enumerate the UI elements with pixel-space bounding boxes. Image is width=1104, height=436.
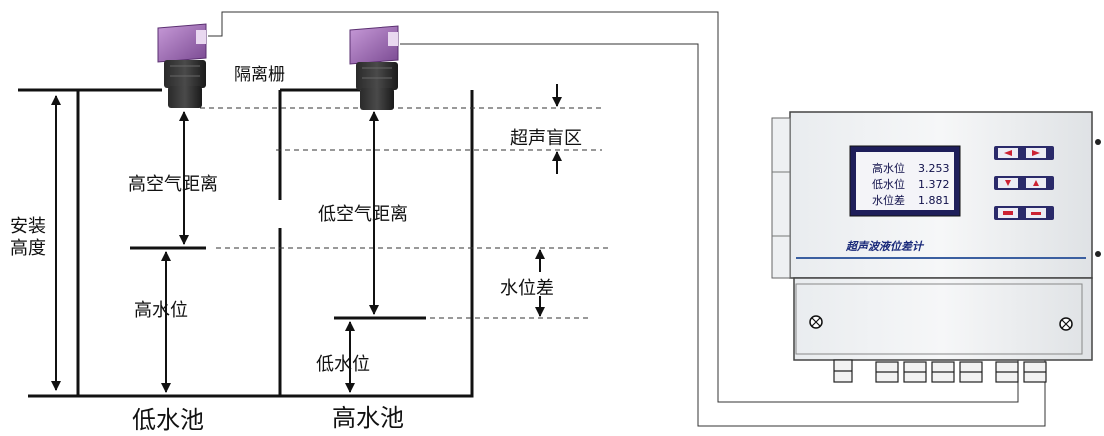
sensor-cables [208, 11, 1046, 427]
left-tank-wall [76, 90, 280, 398]
cable-glands [833, 359, 1047, 383]
controller-case-lower [793, 277, 1093, 361]
isolation-grid-label: 隔离栅 [234, 65, 285, 85]
left-tank-name: 低水池 [132, 406, 204, 434]
measurement-arrows [161, 84, 562, 393]
cable-right-sensor [400, 43, 1046, 427]
lcd-row3-label: 水位差 [872, 193, 905, 207]
controller-unit: 高水位 3.253 低水位 1.372 水位差 1.881 超声波液位差计 [771, 111, 1101, 383]
high-level-label: 高水位 [134, 300, 188, 321]
blind-zone-label: 超声盲区 [510, 128, 582, 149]
cable-left-sensor [208, 11, 1019, 403]
lcd-row3-value: 1.881 [918, 194, 950, 207]
lcd-row2-label: 低水位 [872, 177, 905, 191]
ultrasonic-sensor-right [349, 25, 399, 110]
install-height-dimension [18, 88, 78, 398]
ultrasonic-sensor-left [157, 23, 207, 108]
install-height-label-line2: 高度 [10, 238, 46, 259]
right-tank-wall [280, 90, 474, 398]
controller-brand-label: 超声波液位差计 [845, 240, 925, 253]
low-air-distance-label: 低空气距离 [318, 204, 408, 225]
install-height-label-line1: 安装 [10, 216, 46, 237]
lcd-row1-value: 3.253 [918, 162, 950, 175]
low-level-label: 低水位 [316, 354, 370, 375]
keypad [994, 146, 1054, 220]
tank-walls [76, 88, 474, 398]
lcd-screen [856, 152, 954, 210]
lcd-row2-value: 1.372 [918, 178, 950, 191]
reference-lines [200, 107, 608, 319]
high-air-distance-label: 高空气距离 [128, 174, 218, 195]
lcd-row1-label: 高水位 [872, 161, 905, 175]
level-difference-label: 水位差 [500, 278, 554, 299]
right-tank-name: 高水池 [332, 404, 404, 432]
